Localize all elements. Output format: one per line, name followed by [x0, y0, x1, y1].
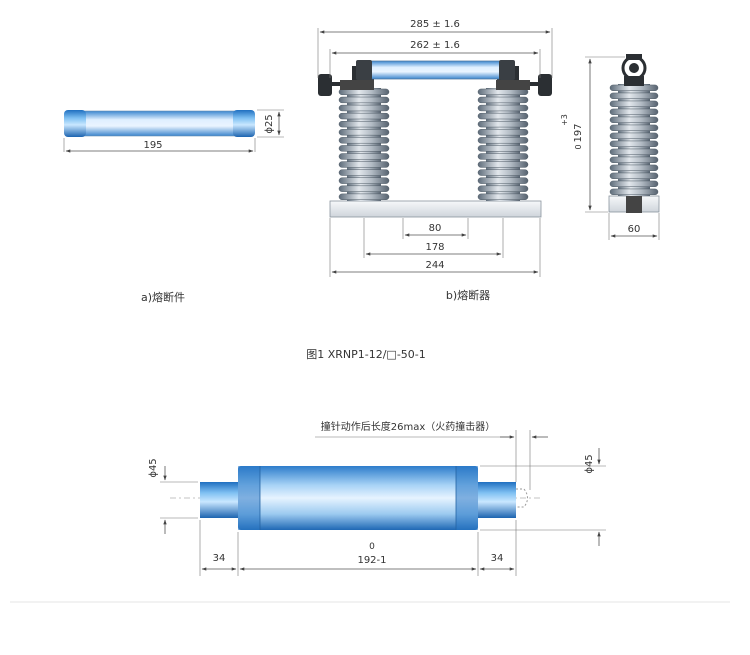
- body-tol-upper: 0: [369, 542, 375, 552]
- fuse-body: [238, 466, 478, 530]
- striker-note: 撞针动作后长度26max（火药撞击器）: [321, 420, 496, 433]
- mounted-fuse-tube: [367, 60, 503, 80]
- body-length-label: 192-1: [357, 555, 386, 566]
- fuse-link-diameter-label: ϕ25: [264, 114, 275, 133]
- figure1-caption: 图1 XRNP1-12/□-50-1: [306, 348, 426, 361]
- left-end-label: 34: [213, 553, 226, 564]
- left-diameter-label: ϕ45: [148, 458, 159, 477]
- inner-length-label: 262 ± 1.6: [410, 40, 460, 51]
- end-cap-right: [476, 482, 516, 518]
- overall-length-label: 285 ± 1.6: [410, 19, 460, 30]
- fuse-link-tube: [77, 110, 239, 137]
- insulator-left: [338, 88, 390, 201]
- terminal-left: [318, 74, 332, 96]
- base-dim-244-label: 244: [425, 260, 444, 271]
- insulator-right: [477, 88, 529, 201]
- base-dim-178-label: 178: [425, 242, 444, 253]
- fuse-link-caption: a)熔断件: [141, 290, 185, 304]
- striker-pin: [516, 488, 528, 508]
- height-tol-upper: +3: [560, 114, 569, 126]
- fuse-base-front-drawing: 285 ± 1.6 262 ± 1.6 80 178 244 b)熔断器: [317, 19, 553, 302]
- end-cap-left: [200, 482, 240, 518]
- fuse-base-side-drawing: 197 +3 0 60: [560, 54, 660, 240]
- insulator-side: [609, 84, 659, 196]
- base-dim-80-label: 80: [429, 223, 442, 234]
- right-diameter-label: ϕ45: [584, 454, 595, 473]
- right-end-label: 34: [491, 553, 504, 564]
- side-width-label: 60: [628, 224, 641, 235]
- height-tol-lower: 0: [574, 144, 583, 149]
- height-label: 197: [573, 123, 584, 142]
- fuse-link-length-label: 195: [143, 140, 162, 151]
- fuse-link-cap-left: [64, 110, 86, 137]
- fuse-base-plate: [329, 200, 542, 218]
- terminal-right: [538, 74, 552, 96]
- fuse-link-drawing: 195 ϕ25 a)熔断件: [63, 109, 284, 304]
- fuse-base-caption: b)熔断器: [446, 288, 490, 302]
- fuse-striker-drawing: 撞针动作后长度26max（火药撞击器） ϕ45 ϕ45 34 34 0 192-…: [148, 420, 606, 576]
- fuse-link-cap-right: [233, 110, 255, 137]
